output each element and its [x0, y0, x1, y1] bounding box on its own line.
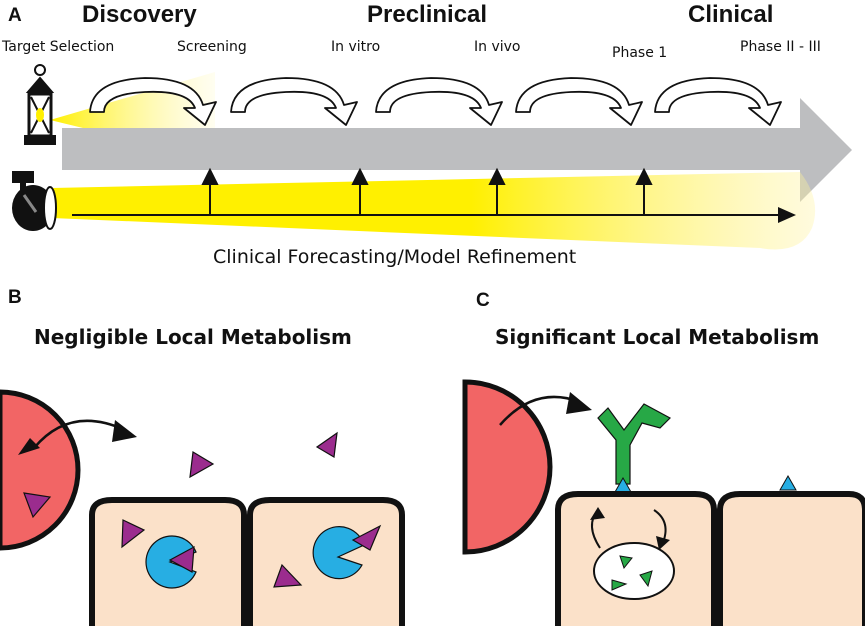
panel-a-label: A: [8, 5, 22, 26]
stage-arrow-2: [230, 77, 358, 126]
flashlight-icon: [12, 171, 57, 231]
stage-screening: Screening: [177, 39, 247, 55]
stage-phase-2-3: Phase II - III: [740, 39, 821, 55]
timeline-arrowhead: [778, 207, 796, 223]
phase-preclinical: Preclinical: [367, 1, 488, 28]
stage-arrow-4: [515, 77, 643, 126]
pipeline-arrow: [62, 98, 852, 202]
forecast-beam: [52, 172, 816, 250]
stage-in-vivo: In vivo: [474, 39, 521, 55]
blood-cell-c: [462, 379, 553, 555]
stage-arrow-5: [654, 77, 782, 126]
stage-phase-1: Phase 1: [612, 45, 668, 61]
enzyme-b-1: [145, 535, 197, 589]
stage-arrows: [89, 77, 782, 126]
feedback-arrows: [201, 167, 653, 215]
stage-arrow-1: [89, 77, 217, 126]
transport-arrow-b: [33, 419, 126, 449]
blood-cell-b: [0, 389, 81, 551]
stage-target-selection: Target Selection: [2, 39, 115, 55]
panel-c-label: C: [476, 290, 490, 311]
receptor: [597, 403, 671, 485]
metabolites: [611, 555, 653, 591]
enzyme-b-2: [312, 526, 365, 580]
drug-molecules-b: [23, 431, 382, 588]
panel-b-label: B: [8, 287, 22, 308]
phase-discovery: Discovery: [82, 1, 197, 28]
lantern-icon: [24, 64, 56, 145]
phase-clinical: Clinical: [688, 1, 774, 28]
stage-in-vitro: In vitro: [331, 39, 381, 55]
forecasting-label: Clinical Forecasting/Model Refinement: [213, 246, 577, 268]
cell-surface-drug: [779, 474, 797, 491]
stage-arrow-3: [375, 77, 503, 126]
metabolic-compartment: [593, 542, 675, 600]
panel-b-title: Negligible Local Metabolism: [34, 325, 352, 349]
panel-c-title: Significant Local Metabolism: [495, 325, 820, 349]
cell-c-2: [717, 491, 865, 626]
